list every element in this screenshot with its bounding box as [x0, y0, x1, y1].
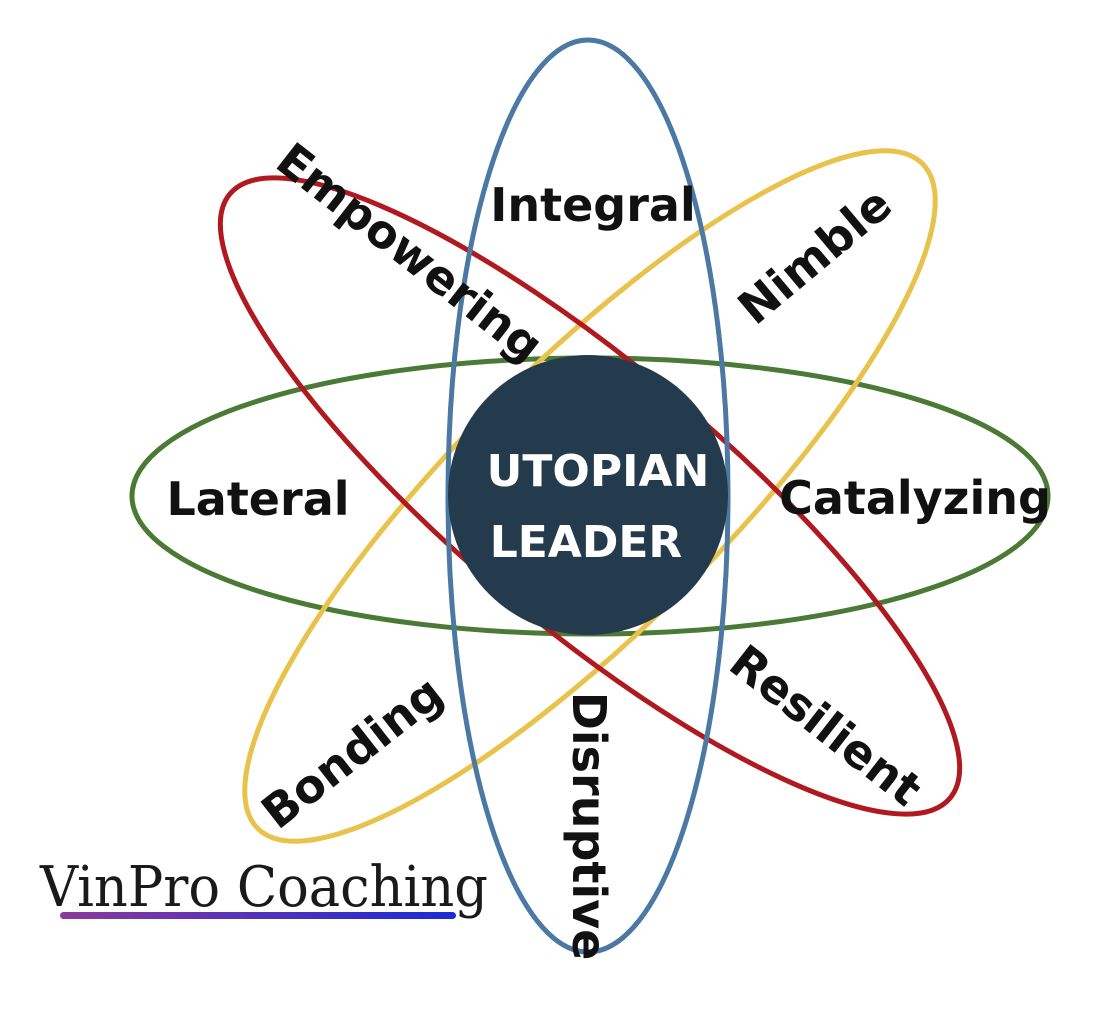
brand-logo-text: VinPro Coaching: [39, 855, 488, 920]
label-integral: Integral: [490, 178, 695, 232]
center-title-line2: LEADER: [490, 517, 683, 568]
label-disruptive: Disruptive: [562, 692, 616, 961]
label-empowering: Empowering: [266, 132, 553, 373]
center-circle: [448, 355, 728, 635]
label-lateral: Lateral: [166, 472, 349, 526]
label-bonding: Bonding: [251, 665, 453, 839]
blue-orbit: [445, 37, 731, 955]
label-resilient: Resilient: [720, 634, 932, 816]
center-title-line1: UTOPIAN: [487, 446, 710, 497]
brand-underline: [60, 912, 456, 919]
label-catalyzing: Catalyzing: [779, 471, 1051, 525]
